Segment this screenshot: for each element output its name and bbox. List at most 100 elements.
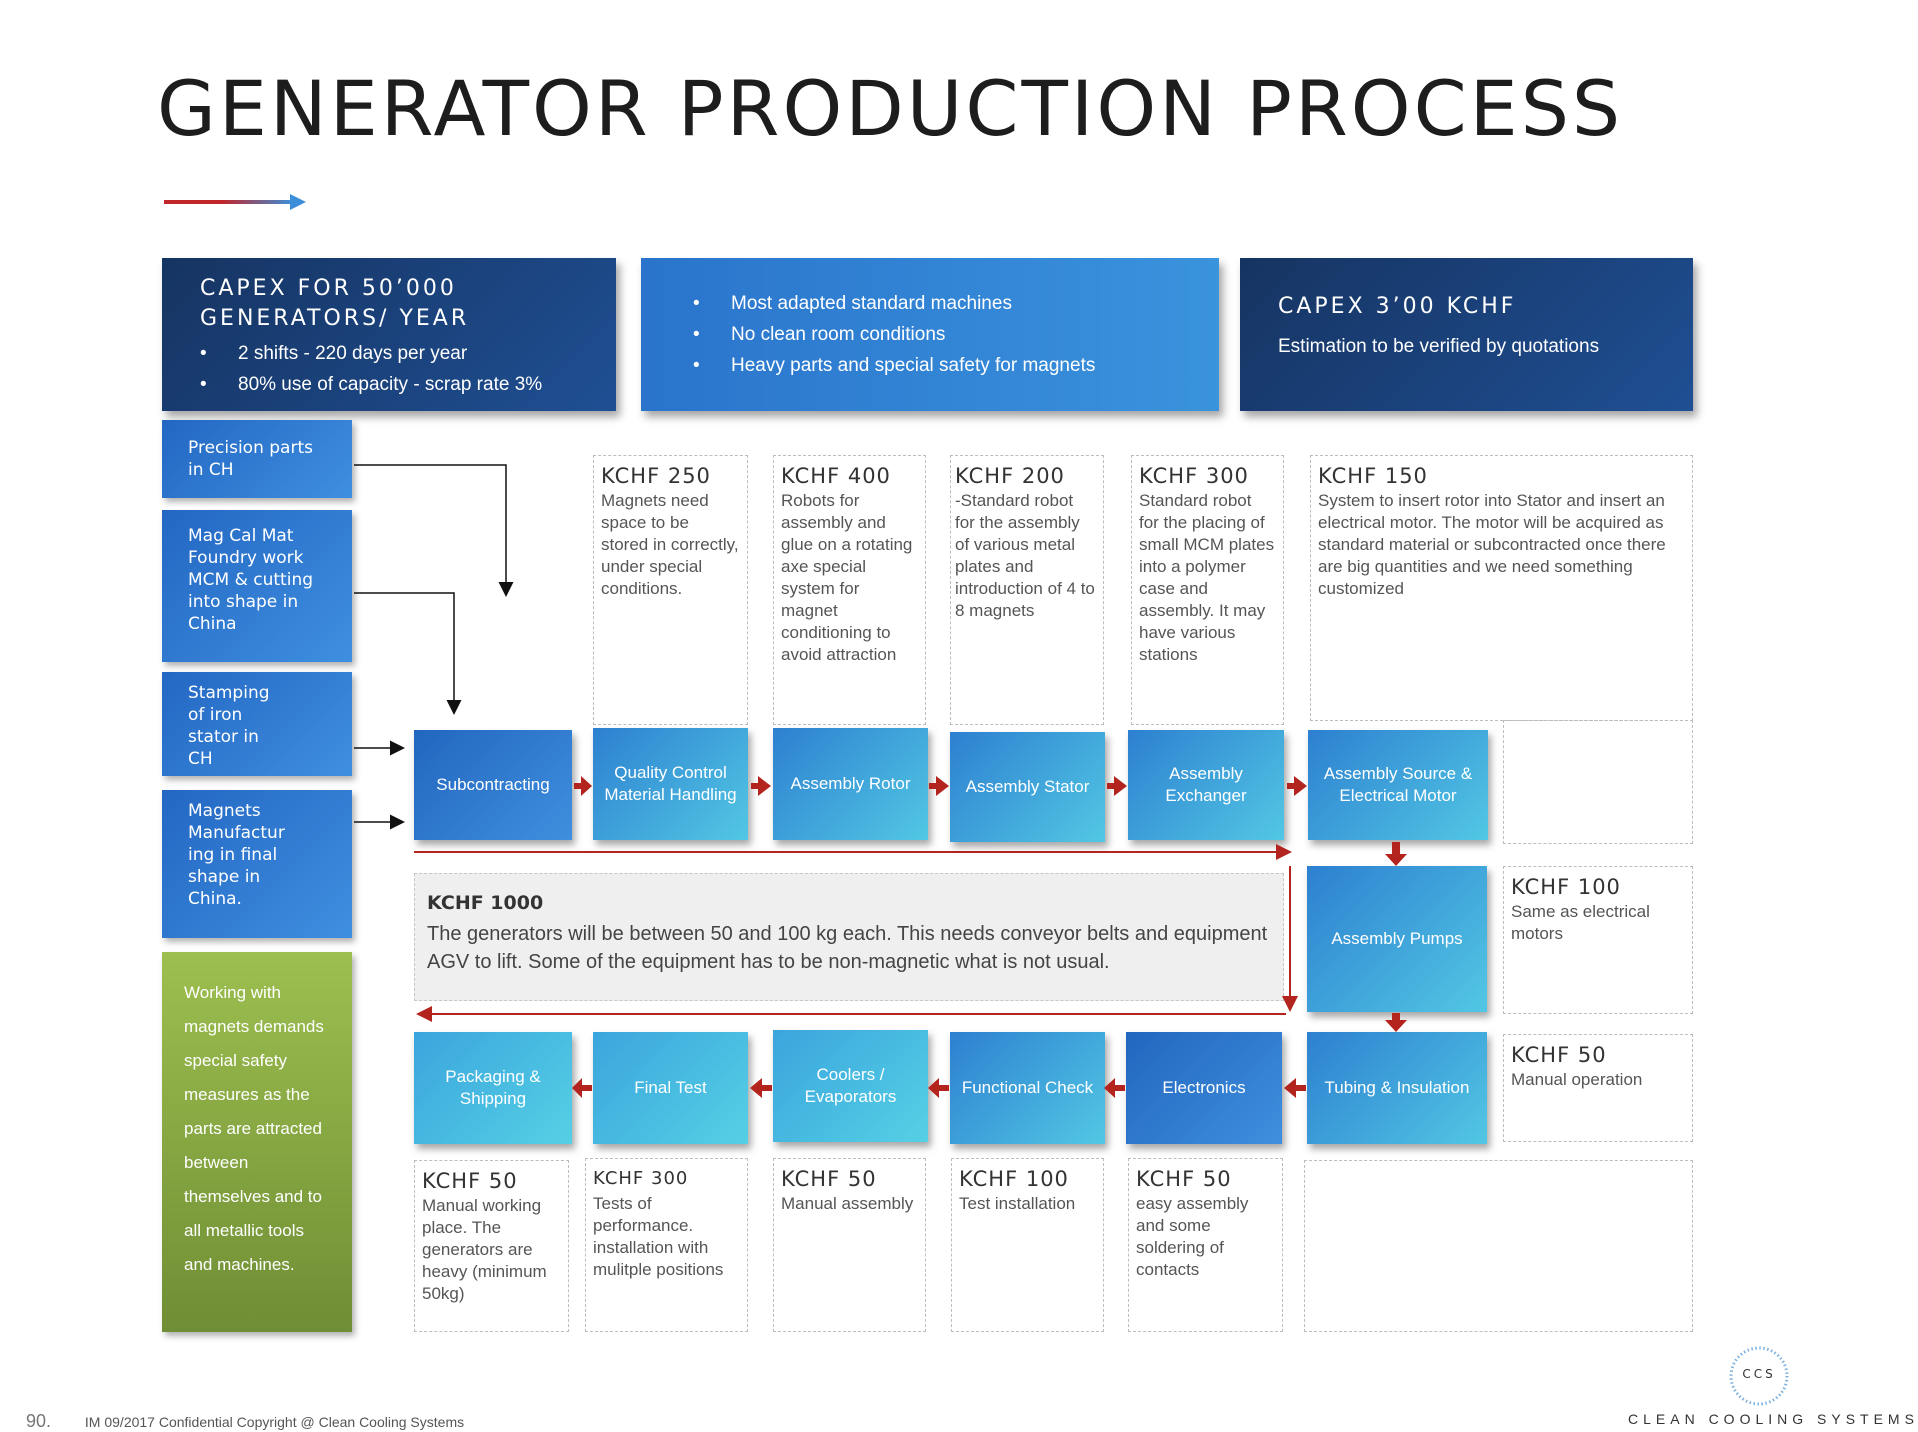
note-text: Tests of performance. installation with … [593, 1194, 724, 1279]
cost-note-coolers: KCHF 50 Manual assembly [773, 1158, 926, 1332]
cost-note-stator: KCHF 200 -Standard robot for the assembl… [950, 455, 1104, 725]
step-tubing-insulation: Tubing & Insulation [1307, 1032, 1487, 1144]
banner-subtitle: Estimation to be verified by quotations [1278, 336, 1600, 357]
capex-total-banner: CAPEX 3’00 KCHF Estimation to be verifie… [1240, 258, 1693, 411]
page-title: GENERATOR PRODUCTION PROCESS [157, 64, 1624, 153]
input-label: Precision parts in CH [188, 438, 313, 480]
step-quality-control: Quality Control Material Handling [593, 728, 748, 840]
flow-arrow [928, 1078, 949, 1098]
cost-label: KCHF 150 [1318, 464, 1428, 488]
step-label: Assembly Stator [965, 777, 1090, 796]
note-text: Magnets need space to be stored in corre… [601, 491, 739, 598]
input-precision-parts: Precision parts in CH [162, 420, 352, 498]
step-label: Assembly Exchanger [1165, 764, 1247, 805]
step-label: Subcontracting [436, 775, 550, 794]
cost-label: KCHF 50 [1511, 1043, 1607, 1067]
cost-note-source-motor: KCHF 150 System to insert rotor into Sta… [1310, 455, 1693, 721]
cost-label: KCHF 50 [1136, 1167, 1232, 1191]
cost-label: KCHF 250 [601, 464, 711, 488]
cost-label: KCHF 400 [781, 464, 891, 488]
input-label: Magnets Manufactur ing in final shape in… [188, 801, 285, 909]
input-stamping: Stamping of iron stator in CH [162, 672, 352, 776]
banner-item: No clean room conditions [693, 319, 1219, 350]
note-text: The generators will be between 50 and 10… [427, 923, 1268, 973]
ccs-logo: CCS [1728, 1345, 1790, 1407]
flow-arrow [1385, 1013, 1407, 1032]
dashed-spacer [1503, 720, 1693, 844]
step-coolers-evaporators: Coolers / Evaporators [773, 1030, 928, 1142]
step-assembly-pumps: Assembly Pumps [1307, 866, 1487, 1012]
step-label: Assembly Rotor [790, 774, 911, 793]
brand-name: CLEAN COOLING SYSTEMS [1628, 1411, 1918, 1427]
step-label: Coolers / Evaporators [804, 1065, 897, 1106]
note-text: Test installation [959, 1194, 1076, 1213]
conveyor-cost-note: KCHF 1000 The generators will be between… [414, 873, 1284, 1001]
cost-label: KCHF 50 [781, 1167, 877, 1191]
logo-text: CCS [1742, 1367, 1776, 1381]
step-label: Quality Control Material Handling [604, 763, 737, 804]
flow-arrow [1385, 842, 1407, 866]
banner-title-line1: CAPEX FOR 50’000 [200, 276, 457, 301]
cost-note-packaging: KCHF 50 Manual working place. The genera… [414, 1160, 569, 1332]
cost-note-exchanger: KCHF 300 Standard robot for the placing … [1131, 455, 1284, 725]
banner-item: Most adapted standard machines [693, 288, 1219, 319]
flow-arrow [1107, 776, 1127, 796]
logo-ring-icon [1729, 1346, 1789, 1406]
banner-item: 80% use of capacity - scrap rate 3% [200, 369, 616, 400]
input-mag-cal-mat: Mag Cal Mat Foundry work MCM & cutting i… [162, 510, 352, 662]
step-label: Final Test [634, 1078, 707, 1097]
note-text: Standard robot for the placing of small … [1139, 491, 1275, 664]
cost-label: KCHF 1000 [427, 892, 544, 914]
note-text: -Standard robot for the assembly of vari… [955, 491, 1095, 620]
page-number: 90. [26, 1411, 52, 1431]
banner-title: CAPEX 3’00 KCHF [1278, 294, 1517, 319]
cost-note-final-test: KCHF 300 Tests of performance. installat… [585, 1158, 748, 1332]
flow-arrow [1104, 1078, 1125, 1098]
step-assembly-exchanger: Assembly Exchanger [1128, 730, 1284, 840]
banner-item: 2 shifts - 220 days per year [200, 338, 616, 369]
cost-note-functional-check: KCHF 100 Test installation [951, 1158, 1104, 1332]
cost-note-tubing: KCHF 50 Manual operation [1503, 1034, 1693, 1142]
input-connector [354, 464, 514, 597]
cost-note-pumps: KCHF 100 Same as electrical motors [1503, 866, 1693, 1014]
flow-arrow [572, 1078, 592, 1098]
cost-label: KCHF 50 [422, 1169, 518, 1193]
step-electronics: Electronics [1126, 1032, 1282, 1144]
step-label: Functional Check [961, 1078, 1094, 1097]
note-text: Manual operation [1511, 1070, 1643, 1089]
step-label: Packaging & Shipping [445, 1067, 541, 1108]
input-label: Mag Cal Mat Foundry work MCM & cutting i… [188, 526, 314, 634]
banner-title-line2: GENERATORS/ YEAR [200, 306, 470, 331]
cost-note-quality-control: KCHF 250 Magnets need space to be stored… [593, 455, 748, 725]
footer: 90. IM 09/2017 Confidential Copyright @ … [26, 1411, 464, 1432]
note-text: Manual assembly [781, 1194, 914, 1213]
safety-text: Working with magnets demands special saf… [184, 983, 324, 1274]
cost-label: KCHF 200 [955, 464, 1065, 488]
cost-label: KCHF 100 [959, 1167, 1069, 1191]
step-label: Assembly Pumps [1331, 929, 1463, 948]
flow-arrow [1284, 1078, 1306, 1098]
banner-item: Heavy parts and special safety for magne… [693, 350, 1219, 381]
machines-banner: Most adapted standard machines No clean … [641, 258, 1219, 411]
note-text: easy assembly and some soldering of cont… [1136, 1194, 1249, 1279]
input-label: Stamping of iron stator in CH [188, 683, 270, 769]
cost-note-rotor: KCHF 400 Robots for assembly and glue on… [773, 455, 926, 725]
banner-list: 2 shifts - 220 days per year 80% use of … [200, 338, 616, 400]
magnet-safety-note: Working with magnets demands special saf… [162, 952, 352, 1332]
capex-generators-banner: CAPEX FOR 50’000 GENERATORS/ YEAR 2 shif… [162, 258, 616, 411]
step-label: Tubing & Insulation [1324, 1078, 1470, 1097]
flow-arrow [574, 776, 592, 796]
step-final-test: Final Test [593, 1032, 748, 1144]
cost-label: KCHF 300 [1139, 464, 1249, 488]
step-label: Assembly Source & Electrical Motor [1323, 764, 1473, 805]
flow-arrow [929, 776, 949, 796]
cost-label: KCHF 300 [593, 1168, 689, 1189]
copyright-text: IM 09/2017 Confidential Copyright @ Clea… [84, 1414, 465, 1430]
note-text: System to insert rotor into Stator and i… [1318, 491, 1666, 598]
note-text: Same as electrical motors [1511, 902, 1650, 943]
step-assembly-stator: Assembly Stator [950, 732, 1105, 842]
step-assembly-source-motor: Assembly Source & Electrical Motor [1308, 730, 1488, 840]
input-connector [354, 592, 462, 715]
note-text: Manual working place. The generators are… [422, 1196, 547, 1303]
